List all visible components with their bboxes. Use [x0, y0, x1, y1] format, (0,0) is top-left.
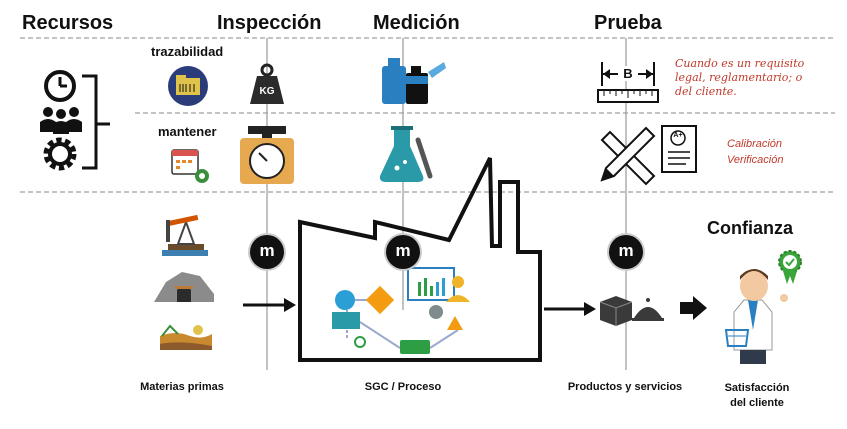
arrow-out-of-factory: [544, 302, 596, 316]
people-icon: [40, 107, 82, 134]
header-prueba: Prueba: [594, 12, 662, 34]
satisfaccion-line-2: del cliente: [730, 397, 784, 409]
gear-icon: [43, 137, 77, 171]
label-trazabilidad: trazabilidad: [151, 44, 224, 59]
header-recursos: Recursos: [22, 12, 114, 34]
header-medicion: Medición: [373, 12, 460, 34]
measurement-marker-medicion: m: [386, 235, 420, 269]
customer-figure: [724, 269, 788, 364]
box-product-icon: [599, 296, 633, 326]
header-inspeccion: Inspección: [217, 12, 322, 34]
calendar-gear-icon: [171, 149, 209, 183]
flask-icon: [379, 126, 433, 182]
label-productos-servicios: Productos y servicios: [567, 381, 683, 393]
label-materias-primas: Materias primas: [140, 381, 224, 393]
kg-text: KG: [259, 86, 275, 97]
satisfaccion-line-1: Satisfacción: [724, 382, 790, 394]
clock-icon: [44, 70, 76, 102]
requirement-note-line-3: del cliente.: [675, 85, 737, 98]
calibration-text: Calibración: [727, 138, 783, 150]
measurement-marker-inspeccion: m: [250, 235, 284, 269]
label-mantener: mantener: [158, 124, 217, 139]
soil-layers-icon: [160, 324, 212, 350]
scale-icon: [240, 126, 294, 184]
measurement-marker-prueba: m: [609, 235, 643, 269]
graded-document-icon: [661, 125, 697, 173]
requirement-note-line-2: legal, reglamentario; o: [675, 71, 803, 84]
ruler-icon: [597, 62, 659, 103]
requirement-note-line-1: Cuando es un requisito: [675, 57, 805, 70]
label-confianza: Confianza: [707, 218, 794, 238]
bottles-icon: [382, 58, 446, 104]
approval-badge-icon: [778, 250, 802, 284]
calibration-note: Calibración Verificación: [727, 136, 783, 168]
arrow-into-factory: [243, 298, 296, 312]
requirement-note: Cuando es un requisito legal, reglamenta…: [675, 57, 804, 99]
arrow-to-customer: [680, 296, 707, 320]
resources-bracket: [82, 74, 110, 170]
grade-text: A+: [673, 132, 683, 139]
label-sgc-proceso: SGC / Proceso: [364, 381, 442, 393]
factory-outline: [298, 157, 542, 362]
label-satisfaccion-cliente: Satisfacción del cliente: [715, 381, 799, 411]
folder-barcode-icon: [168, 66, 208, 106]
verification-text: Verificación: [727, 154, 784, 166]
service-cloche-icon: [632, 298, 664, 321]
pencil-ruler-icon: [600, 126, 656, 186]
weight-icon: [250, 63, 284, 104]
process-flow-diagram: [332, 267, 470, 354]
mine-icon: [154, 272, 214, 302]
ruler-b-text: B: [618, 66, 638, 81]
oil-pump-icon: [162, 214, 208, 256]
